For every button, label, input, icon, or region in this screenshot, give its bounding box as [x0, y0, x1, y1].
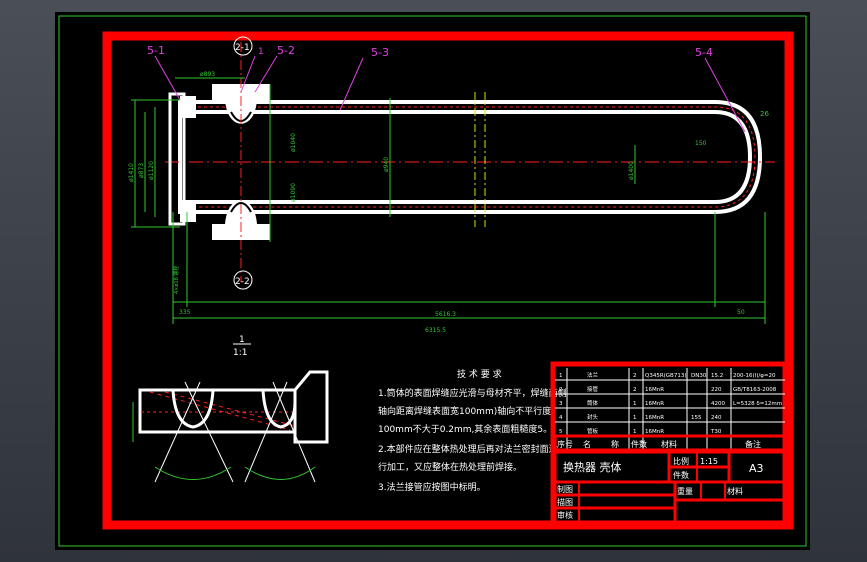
part-row-1-c6: 15.2: [711, 373, 723, 379]
dim-nozzle-note: 4×ø18 螺栓: [173, 266, 180, 294]
callout-5-2: 5-2: [277, 44, 295, 57]
part-row-5-c6: T30: [710, 429, 722, 435]
dim-vert-a: ø1410: [128, 163, 135, 182]
drawing-title: 换热器 壳体: [563, 460, 622, 474]
dim-bottom-right: 50: [737, 309, 745, 316]
dim-bottom-left: 335: [179, 309, 191, 316]
part-row-2-note: GB/T8163-2008: [733, 387, 777, 393]
detail-scale: 1:1: [233, 348, 247, 358]
part-row-4-qty: 1: [633, 415, 637, 421]
dim-vert-d: ø1040: [290, 133, 297, 152]
dim-vert-b: ø873: [138, 163, 145, 178]
dim-right-small: 150: [695, 140, 707, 147]
callout-5-3: 5-3: [371, 46, 389, 59]
part-row-3-c6: 4200: [711, 401, 725, 407]
part-row-5-no: 5: [559, 429, 563, 435]
tech-note-line-4: 2.本部件应在整体热处理后再对法兰密封面进: [378, 443, 558, 455]
header-qty: 件数: [631, 439, 647, 449]
dim-bottom-overall: 6315.5: [425, 327, 446, 334]
part-row-1-qty: 2: [633, 373, 637, 379]
outer-border: [58, 15, 807, 547]
sign-row-checked: 审核: [557, 510, 573, 520]
header-note: 备注: [745, 439, 761, 449]
part-row-5-name: 管板: [587, 427, 599, 435]
technical-drawing: 5-1 5-2 5-3 5-4 1 2-1 2-2 ø893 5616.3 63…: [58, 15, 807, 547]
part-row-1-c5: DN30: [691, 373, 707, 379]
section-2-2: 2-2: [235, 277, 250, 287]
dim-right-radius: 26: [760, 110, 769, 118]
header-material: 材料: [661, 439, 677, 449]
part-row-1-name: 法兰: [587, 371, 599, 379]
part-row-3-qty: 1: [633, 401, 637, 407]
dim-top-left: ø893: [200, 71, 215, 78]
part-row-1-no: 1: [559, 373, 563, 379]
shell-main-view: [131, 42, 775, 324]
dim-vert-g: ø1400: [628, 161, 635, 180]
tech-note-line-2: 轴向距离焊缝表面宽100mm)轴向不平行度: [378, 405, 551, 417]
tech-note-line-3: 100mm不大于0.2mm,其余表面粗糙度5。: [378, 423, 552, 435]
tech-note-line-1: 1.筒体的表面焊缝应光滑与母材齐平，焊缝两侧: [378, 387, 567, 399]
detail-label: 1: [239, 335, 245, 345]
detail-view: 1 1:1: [132, 335, 329, 483]
section-marker-bottom: [233, 270, 253, 290]
scale-label: 比例: [673, 456, 689, 466]
part-row-1-note: 200-16(I)/φ=20: [733, 373, 776, 379]
part-row-2-name: 接管: [587, 385, 599, 393]
technical-notes: 技 术 要 求 1.筒体的表面焊缝应光滑与母材齐平，焊缝两侧 轴向距离焊缝表面宽…: [378, 368, 567, 493]
part-row-5-mat: 16MnR: [645, 429, 664, 435]
part-row-4-c5: 155: [691, 415, 702, 421]
part-row-4-mat: 16MnR: [645, 415, 664, 421]
tech-note-line-6: 3.法兰接管应按图中标明。: [378, 481, 486, 493]
title-block: [550, 361, 788, 527]
sign-row-traced: 描图: [557, 497, 573, 507]
callout-item-1: 1: [258, 47, 264, 57]
dim-vert-f: ø1090: [290, 183, 297, 202]
part-row-3-mat: 16MnR: [645, 401, 664, 407]
red-frame: [102, 31, 794, 530]
parts-rows: 1 法兰 2 Q345R(GB713) DN30 15.2 200-16(I)/…: [559, 371, 782, 435]
sign-row-drawn: 制图: [557, 484, 573, 494]
part-row-4-name: 封头: [587, 413, 599, 421]
sheet-size: A3: [749, 462, 764, 475]
part-row-2-mat: 16MnR: [645, 387, 664, 393]
part-row-4-no: 4: [559, 415, 563, 421]
weight-label: 重量: [677, 486, 693, 496]
dim-vert-c: ø1120: [148, 161, 155, 180]
section-marker-top: [233, 36, 253, 56]
header-no: 序号: [557, 439, 573, 449]
dim-bottom-mid: 5616.3: [435, 311, 456, 318]
part-row-4-c6: 240: [711, 415, 722, 421]
part-row-2-qty: 2: [633, 387, 637, 393]
tech-note-line-5: 行加工，又应整体在热处理前焊接。: [378, 461, 522, 473]
part-row-2-no: 2: [559, 387, 563, 393]
callout-5-4: 5-4: [695, 46, 713, 59]
header-name-1: 名: [583, 439, 591, 449]
count-label: 件数: [673, 470, 689, 480]
part-row-5-qty: 1: [633, 429, 637, 435]
part-row-3-no: 3: [559, 401, 563, 407]
dim-vert-e: ø940: [383, 157, 390, 172]
section-2-1: 2-1: [235, 43, 250, 53]
part-row-3-note: L=5328 δ=12mm: [733, 401, 782, 407]
part-row-1-mat: Q345R(GB713): [645, 373, 686, 379]
part-row-3-name: 筒体: [587, 399, 599, 407]
header-name-2: 称: [611, 439, 619, 449]
material-label: 材料: [727, 486, 743, 496]
callout-5-1: 5-1: [147, 44, 165, 57]
scale-value: 1:15: [700, 457, 718, 466]
part-row-2-c6: 220: [711, 387, 722, 393]
tech-notes-title: 技 术 要 求: [457, 368, 502, 380]
drawing-sheet[interactable]: 5-1 5-2 5-3 5-4 1 2-1 2-2 ø893 5616.3 63…: [55, 12, 810, 550]
